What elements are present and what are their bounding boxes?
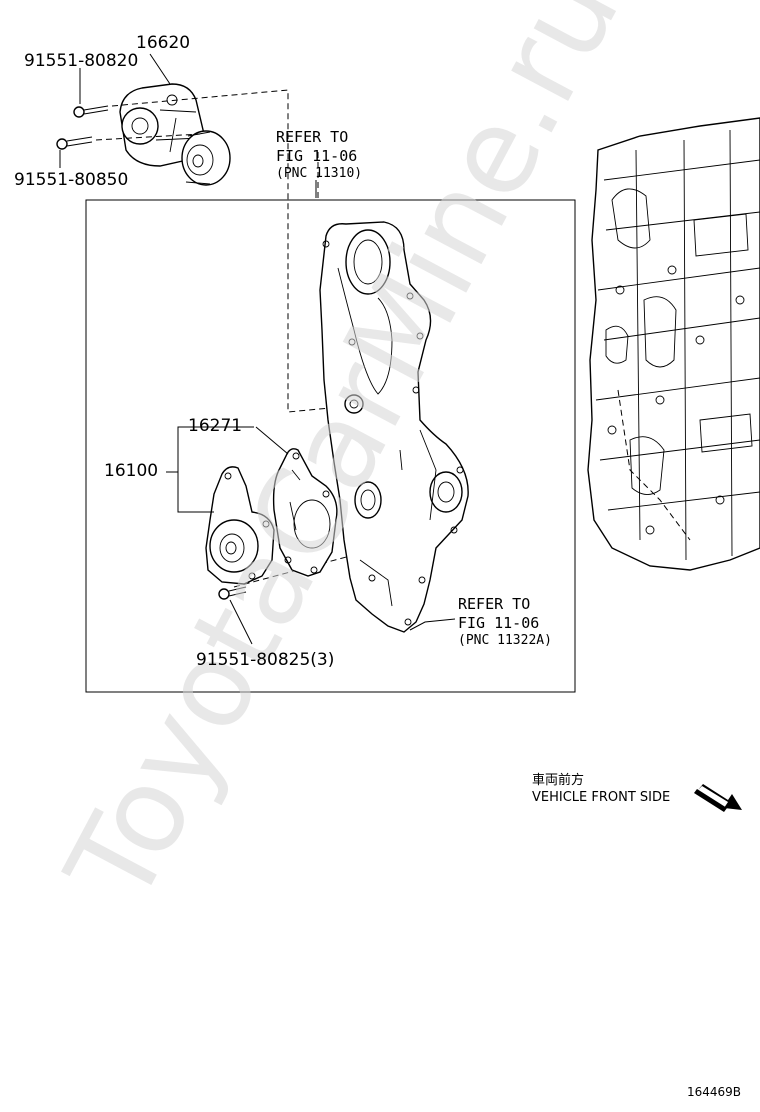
reference-upper-line2: FIG 11-06 (276, 146, 358, 165)
illustration-code: 164469B (687, 1085, 742, 1099)
water-pump-drawing (205, 466, 275, 585)
engine-block-drawing (587, 117, 760, 571)
reference-lower-line1: REFER TO (458, 595, 531, 613)
tensioner-bolts-drawing (56, 105, 109, 150)
part-label-gasket: 16271 (188, 416, 243, 436)
vehicle-front-english: VEHICLE FRONT SIDE (532, 789, 671, 805)
vehicle-front-japanese: 車両前方 (532, 773, 585, 788)
part-label-bolt-upper: 91551-80820 (24, 51, 139, 71)
gasket-drawing (272, 448, 338, 577)
part-label-water-pump: 16100 (104, 461, 159, 481)
part-label-bolt-lower: 91551-80850 (14, 170, 129, 190)
timing-cover-drawing (319, 221, 469, 633)
vehicle-front-note: 車両前方 VEHICLE FRONT SIDE (532, 773, 670, 807)
reference-upper-line1: REFER TO (276, 128, 349, 146)
front-direction-arrow-icon (694, 784, 742, 812)
reference-lower-line2: FIG 11-06 (458, 613, 540, 632)
reference-lower-line3: (PNC 11322A) (458, 632, 552, 648)
reference-upper-line3: (PNC 11310) (276, 165, 363, 181)
part-label-tensioner: 16620 (136, 33, 191, 53)
tensioner-drawing (119, 83, 231, 186)
part-label-pump-bolt: 91551-80825(3) (196, 650, 335, 670)
reference-note-upper: REFER TO FIG 11-06 (PNC 11310) (276, 128, 362, 182)
pump-bolt-drawing (218, 586, 247, 600)
assembly-frame (85, 199, 576, 693)
reference-note-lower: REFER TO FIG 11-06 (PNC 11322A) (458, 595, 552, 649)
